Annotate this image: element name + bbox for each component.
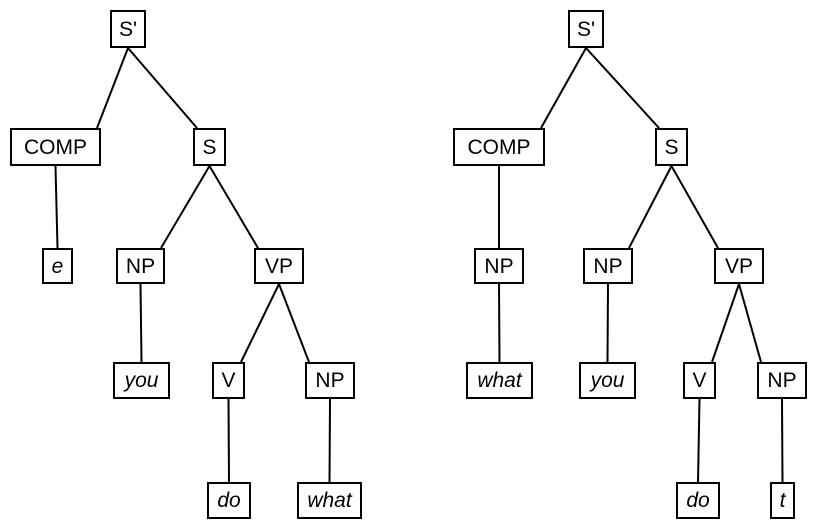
tree-edge [670, 165, 719, 249]
tree-edge [781, 398, 784, 483]
tree-edge [240, 283, 280, 363]
tree-edge [628, 165, 673, 249]
tree-node-comp: COMP [453, 128, 545, 166]
tree-node-what: what [297, 482, 362, 519]
tree-node-do: do [207, 482, 251, 519]
tree-edge [227, 398, 230, 483]
tree-edge [328, 398, 331, 483]
tree-edge [54, 165, 59, 249]
tree-node-np: NP [583, 248, 633, 284]
tree-edge [127, 47, 198, 129]
tree-node-sbar: S' [110, 10, 146, 48]
tree-edge [738, 283, 762, 363]
tree-edge [160, 165, 211, 249]
tree-node-you: you [113, 362, 170, 399]
tree-edge [96, 47, 129, 129]
tree-edge [585, 47, 660, 129]
tree-edge [697, 398, 701, 483]
tree-node-np: NP [474, 248, 524, 284]
tree-node-vp: VP [714, 248, 764, 284]
tree-node-s: S [193, 128, 226, 166]
tree-edge [711, 283, 740, 363]
tree-node-e: e [42, 248, 73, 284]
tree-node-you: you [579, 362, 636, 399]
tree-node-do: do [676, 482, 720, 519]
tree-edge [139, 283, 143, 363]
tree-node-comp: COMP [10, 128, 101, 166]
tree-node-np: NP [305, 362, 355, 399]
tree-node-sbar: S' [568, 10, 604, 48]
tree-node-what: what [466, 362, 533, 399]
tree-edge [498, 283, 501, 363]
tree-node-v: V [683, 362, 716, 399]
tree-edge [606, 283, 609, 363]
tree-node-t: t [770, 482, 795, 519]
tree-node-v: V [212, 362, 245, 399]
tree-node-np: NP [757, 362, 807, 399]
tree-edge [278, 283, 310, 363]
tree-node-vp: VP [254, 248, 304, 284]
tree-edge [540, 47, 587, 129]
tree-node-s: S [655, 128, 688, 166]
tree-edge [208, 165, 259, 249]
tree-node-np: NP [116, 248, 165, 284]
